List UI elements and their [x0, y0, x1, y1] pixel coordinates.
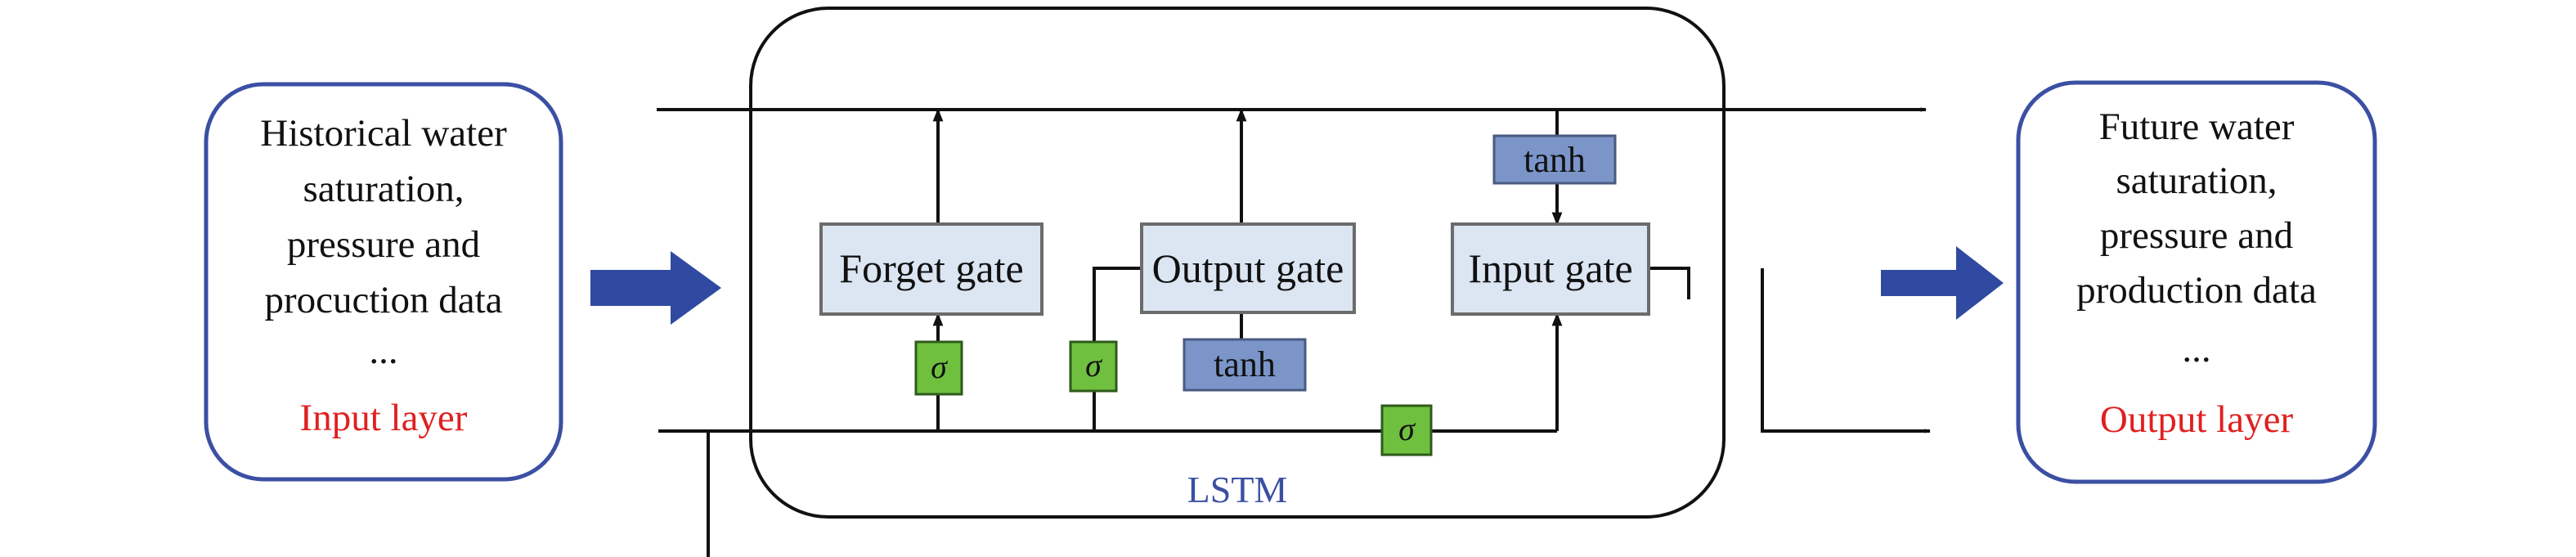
sigma-input-label: σ: [1398, 411, 1416, 447]
input-box-line-1: Historical water: [260, 112, 507, 155]
lstm-cell-border: [749, 7, 1726, 519]
flow-arrow-input: [590, 251, 721, 325]
output-layer-label: Output layer: [2100, 398, 2294, 441]
sigma-forget: σ: [914, 340, 963, 396]
output-box-line-1: Future water: [2099, 106, 2295, 148]
sigma-input: σ: [1380, 404, 1433, 456]
output-path-to-layer: [1761, 268, 1931, 433]
tanh-top: tanh: [1492, 134, 1617, 185]
input-gate-label: Input gate: [1468, 245, 1632, 291]
input-layer-label: Input layer: [300, 397, 468, 439]
output-gate-label: Output gate: [1152, 245, 1344, 291]
forget-gate-label: Forget gate: [839, 245, 1023, 291]
input-box-ellipsis: ...: [369, 330, 397, 372]
output-gate: Output gate: [1140, 222, 1356, 314]
sigma-output: σ: [1069, 340, 1118, 393]
output-box-line-2: saturation,: [2116, 159, 2277, 202]
connection-lines: [657, 107, 1931, 557]
tanh-top-label: tanh: [1524, 140, 1586, 180]
forget-gate: Forget gate: [819, 222, 1043, 316]
tanh-mid-label: tanh: [1214, 344, 1276, 384]
tanh-mid: tanh: [1183, 338, 1307, 392]
input-box-line-4: procuction data: [264, 279, 502, 321]
input-gate: Input gate: [1451, 222, 1650, 316]
output-branch-to-gate: [1093, 267, 1142, 342]
input-box-line-2: saturation,: [303, 168, 464, 210]
output-box-ellipsis: ...: [2182, 328, 2210, 371]
flow-arrow-output: [1881, 246, 2004, 320]
output-box-line-3: pressure and: [2100, 214, 2293, 257]
output-layer-box: Future water saturation, pressure and pr…: [2016, 80, 2377, 484]
output-box-line-4: production data: [2076, 269, 2317, 312]
input-layer-box: Historical water saturation, pressure an…: [204, 82, 563, 482]
input-box-line-3: pressure and: [287, 223, 480, 266]
lstm-label: LSTM: [1187, 469, 1288, 510]
sigma-output-label: σ: [1085, 347, 1102, 384]
sigma-forget-label: σ: [931, 348, 948, 385]
input-gate-output-path: [1648, 267, 1690, 299]
